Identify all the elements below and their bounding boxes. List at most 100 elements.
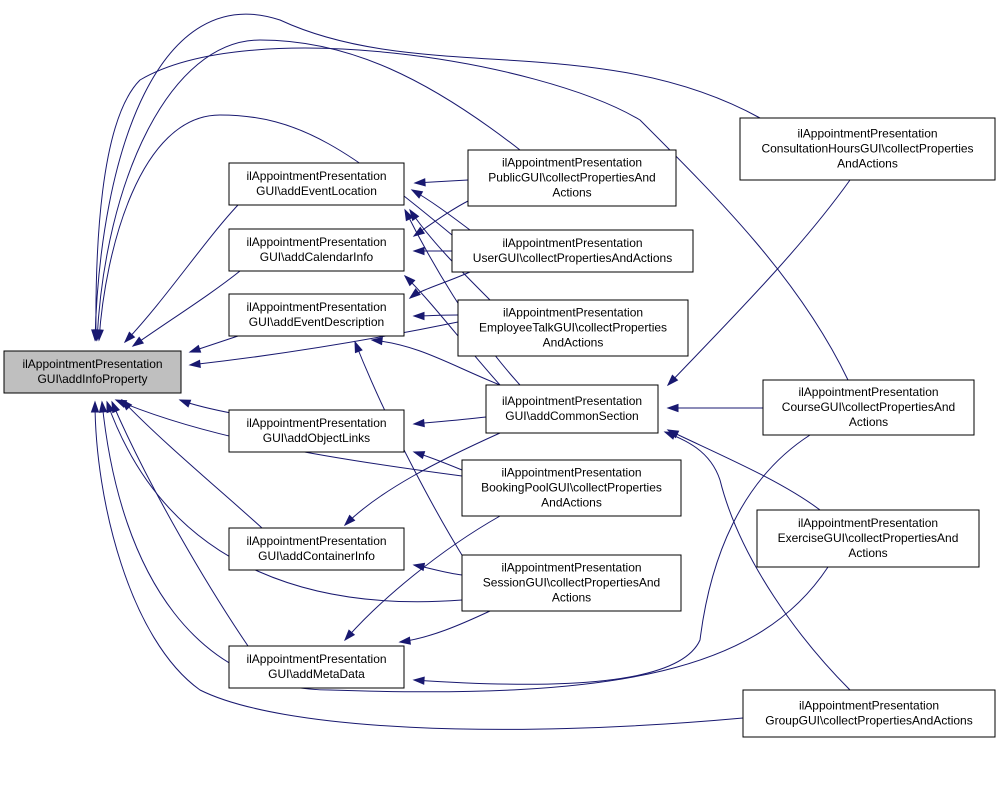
node-consultationHoursGUI[interactable]: ilAppointmentPresentationConsultationHou…	[739, 117, 996, 181]
node-label-line: GUI\addCommonSection	[505, 409, 638, 423]
node-label-line: AndActions	[541, 496, 602, 510]
node-box	[461, 459, 682, 517]
node-groupGUI[interactable]: ilAppointmentPresentationGroupGUI\collec…	[742, 689, 996, 738]
edge-addEventLocation-to-addInfoProperty	[123, 204, 239, 344]
node-label-line: GUI\addEventDescription	[249, 315, 384, 329]
node-label-line: GUI\addMetaData	[268, 667, 365, 681]
node-label-line: ilAppointmentPresentation	[246, 169, 386, 183]
node-addEventLocation[interactable]: ilAppointmentPresentationGUI\addEventLoc…	[228, 162, 405, 206]
arrowhead-icon	[666, 403, 679, 413]
call-nodes: ilAppointmentPresentationGUI\addInfoProp…	[3, 117, 996, 738]
node-label-line: ExerciseGUI\collectPropertiesAnd	[778, 531, 959, 545]
edge-publicGUI-to-addCalendarInfo	[412, 199, 471, 237]
edge-line	[667, 429, 821, 511]
edge-courseGUI-to-addCommonSection	[666, 403, 763, 413]
arrowhead-icon	[354, 340, 363, 354]
edge-courseGUI-to-addInfoProperty	[91, 47, 849, 381]
node-label-line: ilAppointmentPresentation	[798, 385, 938, 399]
node-label-line: UserGUI\collectPropertiesAndActions	[473, 251, 672, 265]
node-label-line: ilAppointmentPresentation	[501, 466, 641, 480]
node-box	[742, 689, 996, 738]
edge-employeeTalkGUI-to-addEventDescription	[412, 311, 459, 321]
node-box	[228, 409, 405, 453]
edge-line	[95, 47, 849, 381]
node-label-line: ConsultationHoursGUI\collectProperties	[761, 142, 973, 156]
edge-line	[404, 275, 501, 386]
node-label-line: GUI\addObjectLinks	[263, 431, 370, 445]
edge-courseGUI-to-addMetaData	[412, 434, 811, 685]
node-addCalendarInfo[interactable]: ilAppointmentPresentationGUI\addCalendar…	[228, 228, 405, 272]
arrowhead-icon	[412, 246, 425, 256]
edge-userGUI-to-addEventDescription	[408, 271, 471, 299]
arrowhead-icon	[404, 208, 414, 222]
node-employeeTalkGUI[interactable]: ilAppointmentPresentationEmployeeTalkGUI…	[457, 299, 689, 357]
call-edges	[90, 13, 851, 730]
arrowhead-icon	[398, 636, 411, 645]
arrowhead-icon	[412, 418, 425, 428]
arrowhead-icon	[123, 331, 136, 344]
node-label-line: ilAppointmentPresentation	[246, 534, 386, 548]
node-courseGUI[interactable]: ilAppointmentPresentationCourseGUI\colle…	[762, 379, 975, 436]
node-bookingPoolGUI[interactable]: ilAppointmentPresentationBookingPoolGUI\…	[461, 459, 682, 517]
edge-line	[344, 432, 501, 526]
edge-addCommonSection-to-addEventLocation	[404, 208, 521, 386]
edge-line	[411, 189, 471, 231]
node-box	[485, 384, 659, 434]
edge-line	[371, 339, 501, 386]
arrowhead-icon	[412, 226, 426, 237]
edge-sessionGUI-to-addInfoProperty	[106, 400, 463, 603]
arrowhead-icon	[409, 208, 420, 222]
node-userGUI[interactable]: ilAppointmentPresentationUserGUI\collect…	[451, 229, 694, 273]
node-addEventDescription[interactable]: ilAppointmentPresentationGUI\addEventDes…	[228, 293, 405, 337]
edge-line	[667, 179, 851, 386]
node-box	[3, 350, 182, 394]
arrowhead-icon	[114, 399, 128, 408]
edge-line	[409, 209, 491, 301]
node-label-line: CourseGUI\collectPropertiesAnd	[782, 400, 955, 414]
node-addInfoProperty[interactable]: ilAppointmentPresentationGUI\addInfoProp…	[3, 350, 182, 394]
node-addObjectLinks[interactable]: ilAppointmentPresentationGUI\addObjectLi…	[228, 409, 405, 453]
node-box	[228, 293, 405, 337]
node-box	[228, 645, 405, 689]
edge-sessionGUI-to-addEventDescription	[354, 340, 466, 561]
node-label-line: GUI\addInfoProperty	[37, 372, 147, 386]
arrowhead-icon	[91, 329, 101, 342]
edge-line	[344, 515, 501, 641]
node-label-line: ilAppointmentPresentation	[502, 394, 642, 408]
node-label-line: ilAppointmentPresentation	[22, 357, 162, 371]
node-publicGUI[interactable]: ilAppointmentPresentationPublicGUI\colle…	[467, 149, 677, 207]
arrowhead-icon	[413, 178, 426, 187]
node-label-line: AndActions	[543, 336, 604, 350]
node-label-line: GUI\addCalendarInfo	[260, 250, 374, 264]
arrowhead-icon	[412, 451, 426, 460]
node-box	[451, 229, 694, 273]
edge-line	[111, 401, 249, 647]
node-label-line: Actions	[552, 186, 591, 200]
node-label-line: ilAppointmentPresentation	[246, 652, 386, 666]
node-box	[739, 117, 996, 181]
edge-line	[106, 401, 463, 603]
edge-addEventDescription-to-addInfoProperty	[188, 335, 239, 353]
node-sessionGUI[interactable]: ilAppointmentPresentationSessionGUI\coll…	[461, 554, 682, 612]
edge-groupGUI-to-addInfoProperty	[90, 400, 744, 730]
node-box	[457, 299, 689, 357]
edge-line	[404, 209, 521, 386]
node-label-line: ilAppointmentPresentation	[246, 416, 386, 430]
edge-line	[94, 401, 744, 730]
edge-addCommonSection-to-addContainerInfo	[343, 432, 501, 527]
arrowhead-icon	[408, 288, 421, 299]
arrowhead-icon	[666, 374, 679, 387]
arrowhead-icon	[412, 562, 426, 572]
node-box	[228, 162, 405, 206]
node-exerciseGUI[interactable]: ilAppointmentPresentationExerciseGUI\col…	[756, 509, 980, 568]
node-addContainerInfo[interactable]: ilAppointmentPresentationGUI\addContaine…	[228, 527, 405, 571]
node-box	[467, 149, 677, 207]
arrowhead-icon	[106, 400, 115, 414]
node-addCommonSection[interactable]: ilAppointmentPresentationGUI\addCommonSe…	[485, 384, 659, 434]
edge-line	[189, 321, 459, 366]
edge-addCommonSection-to-addCalendarInfo	[403, 274, 501, 386]
node-box	[228, 527, 405, 571]
node-box	[762, 379, 975, 436]
